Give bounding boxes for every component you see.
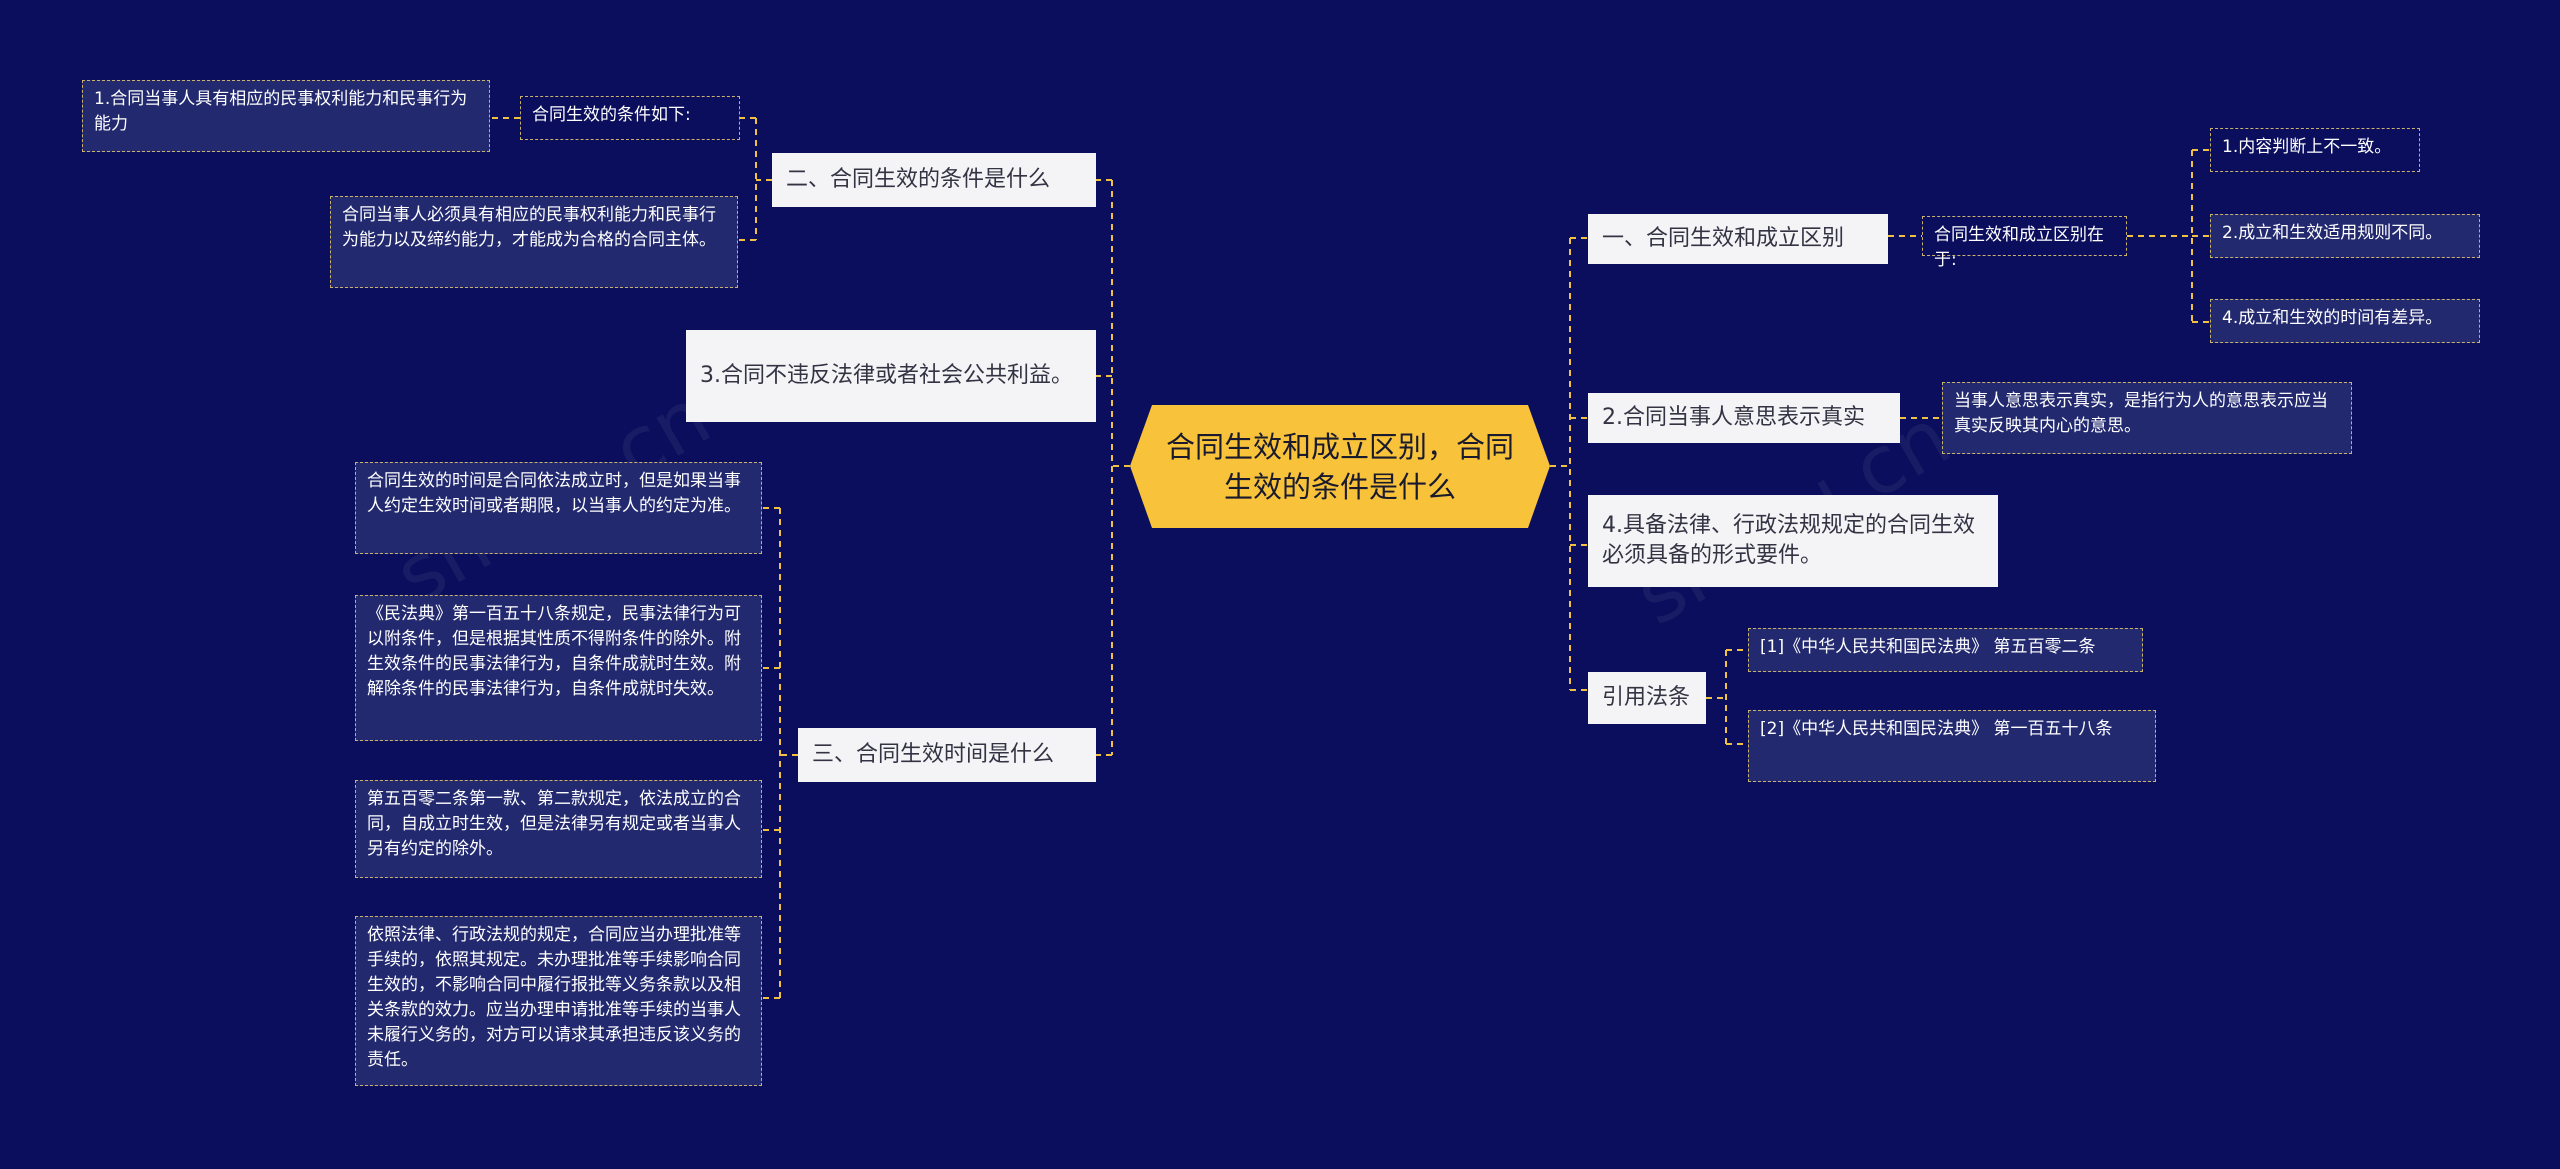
- conditions-capacity-detail[interactable]: 合同当事人必须具有相应的民事权利能力和民事行为能力以及缔约能力，才能成为合格的合…: [330, 196, 738, 288]
- branch-public-interest[interactable]: 3.合同不违反法律或者社会公共利益。: [686, 330, 1096, 422]
- branch-effect-time[interactable]: 三、合同生效时间是什么: [798, 728, 1096, 782]
- difference-item[interactable]: 1.内容判断上不一致。: [2210, 128, 2420, 172]
- effect-time-item[interactable]: 第五百零二条第一款、第二款规定，依法成立的合同，自成立时生效，但是法律另有规定或…: [355, 780, 762, 878]
- conditions-intro[interactable]: 合同生效的条件如下:: [520, 96, 740, 140]
- difference-intro[interactable]: 合同生效和成立区别在于:: [1922, 216, 2127, 270]
- difference-item[interactable]: 2.成立和生效适用规则不同。: [2210, 214, 2480, 258]
- effect-time-item[interactable]: 《民法典》第一百五十八条规定，民事法律行为可以附条件，但是根据其性质不得附条件的…: [355, 595, 762, 741]
- conditions-capacity[interactable]: 1.合同当事人具有相应的民事权利能力和民事行为能力: [82, 80, 490, 152]
- branch-difference[interactable]: 一、合同生效和成立区别: [1588, 214, 1888, 264]
- center-title: 合同生效和成立区别，合同生效的条件是什么: [1165, 429, 1514, 504]
- center-topic[interactable]: 合同生效和成立区别，合同生效的条件是什么: [1130, 405, 1550, 528]
- center-hexagon: [1130, 405, 1550, 528]
- effect-time-item[interactable]: 依照法律、行政法规的规定，合同应当办理批准等手续的，依照其规定。未办理批准等手续…: [355, 916, 762, 1086]
- branch-true-intention[interactable]: 2.合同当事人意思表示真实: [1588, 393, 1900, 443]
- branch-cited-laws[interactable]: 引用法条: [1588, 672, 1706, 724]
- difference-item[interactable]: 4.成立和生效的时间有差异。: [2210, 299, 2480, 343]
- branch-label: 一、合同生效和成立区别: [1602, 226, 1845, 251]
- effect-time-item[interactable]: 合同生效的时间是合同依法成立时，但是如果当事人约定生效时间或者期限，以当事人的约…: [355, 462, 762, 554]
- cited-law-item[interactable]: [2]《中华人民共和国民法典》 第一百五十八条: [1748, 710, 2156, 782]
- true-intention-detail[interactable]: 当事人意思表示真实，是指行为人的意思表示应当真实反映其内心的意思。: [1942, 382, 2352, 454]
- cited-law-item[interactable]: [1]《中华人民共和国民法典》 第五百零二条: [1748, 628, 2143, 672]
- branch-effect-conditions[interactable]: 二、合同生效的条件是什么: [772, 153, 1096, 207]
- branch-form-requirement[interactable]: 4.具备法律、行政法规规定的合同生效必须具备的形式要件。: [1588, 495, 1998, 587]
